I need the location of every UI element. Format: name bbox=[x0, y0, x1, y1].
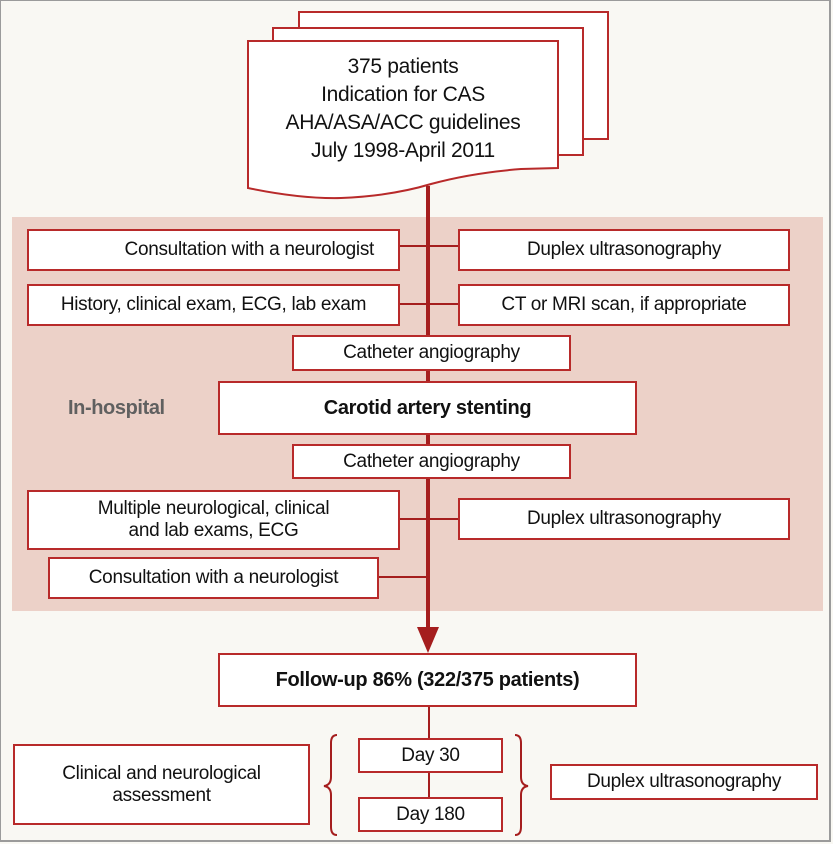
document-front bbox=[247, 40, 559, 200]
connector bbox=[399, 303, 459, 305]
source-patients: 375 patients bbox=[347, 55, 459, 78]
right-brace-icon bbox=[514, 734, 529, 836]
source-document-text: 375 patients Indication for CAS AHA/ASA/… bbox=[248, 53, 558, 165]
source-indication: Indication for CAS bbox=[321, 83, 485, 106]
post-duplex-box: Duplex ultrasonography bbox=[458, 498, 790, 540]
source-guidelines: AHA/ASA/ACC guidelines bbox=[285, 111, 521, 134]
day-180-box: Day 180 bbox=[358, 797, 503, 832]
angiography-after-box: Catheter angiography bbox=[292, 444, 571, 479]
procedure-box: Carotid artery stenting bbox=[218, 381, 637, 435]
connector bbox=[399, 245, 459, 247]
follow-up-box: Follow-up 86% (322/375 patients) bbox=[218, 653, 637, 707]
pre-ct-mri-box: CT or MRI scan, if appropriate bbox=[458, 284, 790, 326]
pre-consultation-box: Consultation with a neurologist bbox=[27, 229, 400, 271]
post-consultation-box: Consultation with a neurologist bbox=[48, 557, 379, 599]
post-exams-box: Multiple neurological, clinical and lab … bbox=[27, 490, 400, 550]
in-hospital-label: In-hospital bbox=[68, 397, 165, 419]
connector bbox=[378, 576, 428, 578]
clinical-assessment-box: Clinical and neurological assessment bbox=[13, 744, 310, 825]
left-brace-icon bbox=[323, 734, 338, 836]
source-period: July 1998-April 2011 bbox=[311, 139, 495, 162]
day-30-box: Day 30 bbox=[358, 738, 503, 773]
connector bbox=[428, 773, 430, 798]
connector bbox=[399, 518, 459, 520]
angiography-before-box: Catheter angiography bbox=[292, 335, 571, 371]
followup-duplex-box: Duplex ultrasonography bbox=[550, 764, 818, 800]
connector bbox=[428, 707, 430, 738]
pre-history-box: History, clinical exam, ECG, lab exam bbox=[27, 284, 400, 326]
pre-duplex-box: Duplex ultrasonography bbox=[458, 229, 790, 271]
